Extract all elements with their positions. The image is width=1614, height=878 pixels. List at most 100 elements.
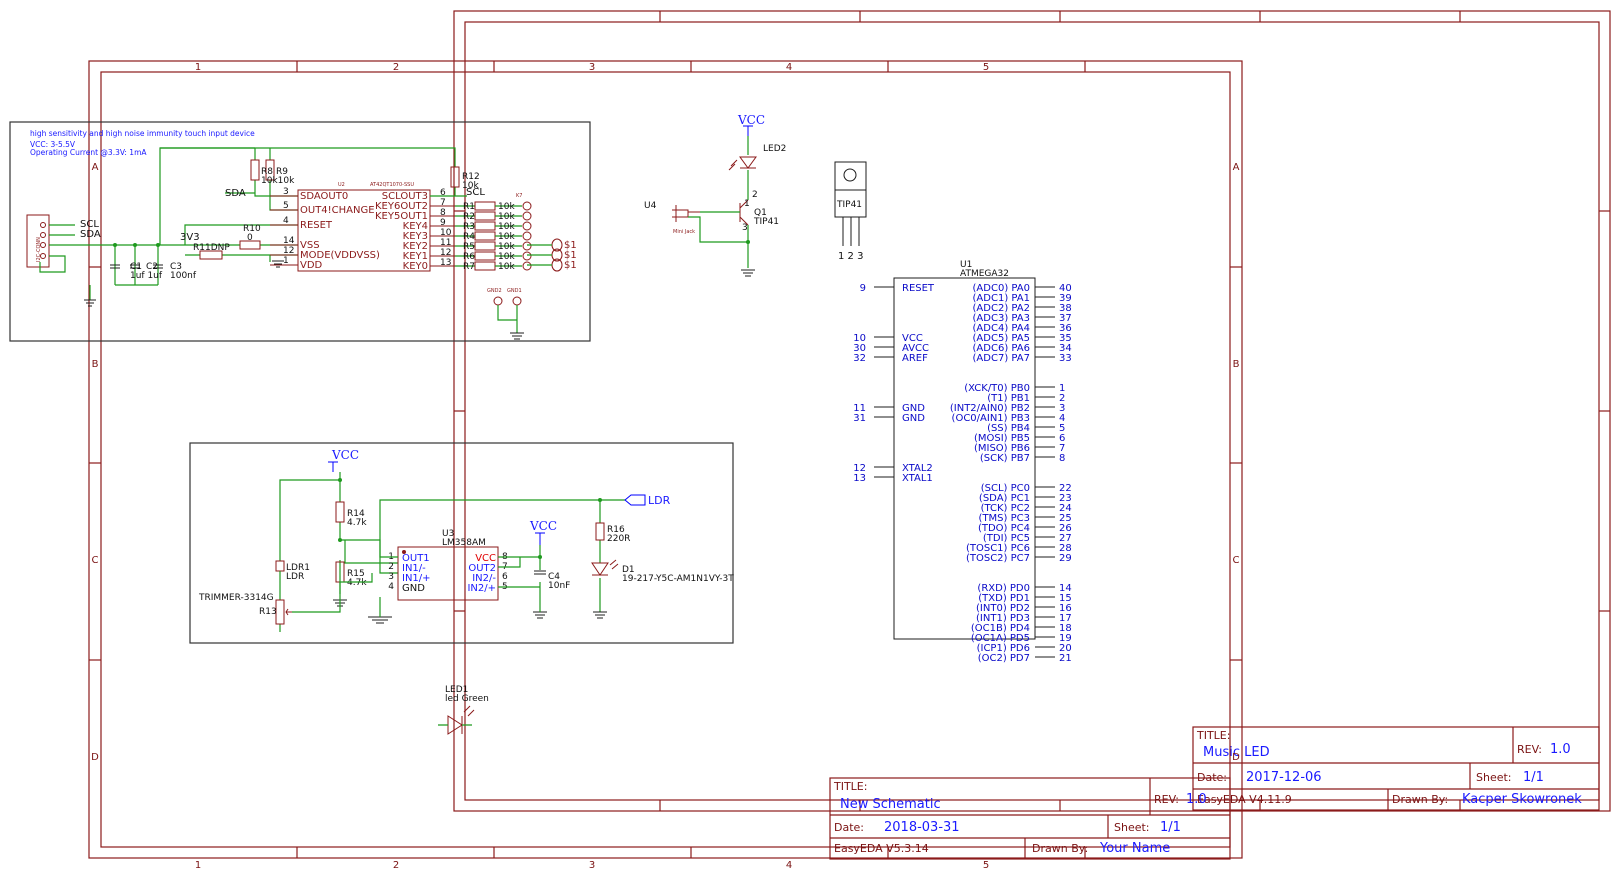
u1-pin-name: (ICP1) PD6 <box>977 643 1030 654</box>
tb1-rev: 1.0 <box>1550 742 1571 757</box>
u2-pin-name: KEY3 <box>403 231 428 242</box>
u1-pin-number: 10 <box>853 333 866 344</box>
u2-pin-name: VSS <box>300 240 320 251</box>
vcc-label: VCC <box>331 448 359 462</box>
u1-pin-name: (XCK/T0) PB0 <box>964 383 1030 394</box>
r12-value: 10k <box>462 181 479 191</box>
touch-title: high sensitivity and high noise immunity… <box>30 129 255 138</box>
key-res-value: 10k <box>498 222 515 232</box>
u1-pin-number: 1 <box>1059 383 1065 394</box>
u3-pin-name: VCC <box>475 553 496 564</box>
tb2-drawn: Your Name <box>1099 841 1170 856</box>
u1-pin-number: 13 <box>853 473 866 484</box>
u3-pin-number: 4 <box>388 582 394 592</box>
led2-label: LED2 <box>763 144 786 154</box>
u1-pin-name: (OC2) PD7 <box>978 653 1030 664</box>
r14-value: 4.7k <box>347 518 367 528</box>
col-label: 1 <box>195 62 201 73</box>
r10-value: 0 <box>247 233 253 243</box>
u2-chip[interactable] <box>297 189 431 272</box>
key-resistor <box>474 231 496 241</box>
row-label: A <box>1233 162 1240 173</box>
u1-pin-name: VCC <box>902 333 923 344</box>
u1-pin-name: (TDO) PC4 <box>978 523 1030 534</box>
u1-pin-name: (SCL) PC0 <box>981 483 1030 494</box>
sda-left-label: SDA <box>225 188 246 199</box>
u2-pin-name: KEY2 <box>403 241 428 252</box>
tb2-rev: 1.0 <box>1186 792 1207 807</box>
led1[interactable]: LED1 led Green <box>438 685 489 735</box>
net-3v3: 3V3 <box>180 232 200 243</box>
u1-pin-name: (INT1) PD3 <box>976 613 1030 624</box>
ldr-net-label: LDR <box>648 494 671 507</box>
u1-pin-name: (TOSC2) PC7 <box>966 553 1030 564</box>
u1-pin-number: 16 <box>1059 603 1072 614</box>
r8-label: R8 <box>261 167 273 177</box>
tb1-date: 2017-12-06 <box>1246 770 1322 785</box>
u1-pin-number: 35 <box>1059 333 1072 344</box>
u1-pin-name: (ADC3) PA3 <box>973 313 1030 324</box>
u1-pin-name: AVCC <box>902 343 929 354</box>
u2-pin-name: RESET <box>300 220 333 231</box>
u3-pin-name: IN2/- <box>472 573 496 584</box>
u1-pin-number: 33 <box>1059 353 1072 364</box>
u1-pin-name: (INT0) PD2 <box>976 603 1030 614</box>
u1-pin-number: 40 <box>1059 283 1072 294</box>
ldr-block[interactable]: VCC R14 4.7k R15 4.7k LDR1 LDR TRIMMER-3… <box>189 442 734 644</box>
u1-pin-number: 3 <box>1059 403 1065 414</box>
u1-pin-name: (OC1B) PD4 <box>971 623 1030 634</box>
q1-value: TIP41 <box>753 217 779 227</box>
u1-pin-name: (TMS) PC3 <box>979 513 1030 524</box>
u1-pin-number: 14 <box>1059 583 1072 594</box>
u2-pin-number: 1 <box>283 256 289 266</box>
u1-pin-number: 18 <box>1059 623 1072 634</box>
title-block-music-led: TITLE: Music LED REV: 1.0 Date: 2017-12-… <box>1192 726 1600 811</box>
u2-pin-number: 9 <box>440 218 446 228</box>
col-label: 5 <box>983 860 989 871</box>
u1-pin-number: 4 <box>1059 413 1065 424</box>
key-pad <box>522 201 532 211</box>
tb1-drawn: Kacper Skowronek <box>1462 792 1582 807</box>
row-label: D <box>1232 752 1240 763</box>
u1-pin-name: (TCK) PC2 <box>981 503 1030 514</box>
u1-pin-name: XTAL1 <box>902 473 933 484</box>
tb1-drawn-label: Drawn By: <box>1392 793 1448 806</box>
u1-pin-number: 34 <box>1059 343 1072 354</box>
touch-pads[interactable]: $1 $1 $1 <box>527 238 577 272</box>
u2-pin-number: 12 <box>440 248 451 258</box>
transistor-block[interactable]: VCC LED2 2 1 3 Q1 TIP41 U4 Mini Jack TIP… <box>644 113 867 277</box>
u1-pin-number: 29 <box>1059 553 1072 564</box>
u1-pin-name: (MISO) PB6 <box>974 443 1030 454</box>
col-label: 4 <box>786 62 792 73</box>
row-label: C <box>1233 555 1240 566</box>
u1-pin-number: 6 <box>1059 433 1065 444</box>
u1-pin-number: 28 <box>1059 543 1072 554</box>
u3-pin-name: IN1/- <box>402 563 426 574</box>
u1-pin-number: 2 <box>1059 393 1065 404</box>
u1-pin-name: (ADC5) PA5 <box>973 333 1030 344</box>
key-res-label: R1 <box>463 202 475 212</box>
c3-label: C3 <box>170 262 182 272</box>
u3-chip[interactable] <box>397 546 499 601</box>
u1-pin-name: GND <box>902 403 925 414</box>
r16-value: 220R <box>607 534 630 544</box>
u1-pin-name: (INT2/AIN0) PB2 <box>950 403 1030 414</box>
touch-sensor-block[interactable]: high sensitivity and high noise immunity… <box>9 121 591 342</box>
key-res-value: 10k <box>498 202 515 212</box>
gnd1-label: GND1 <box>507 288 522 294</box>
r12-label: R12 <box>462 172 480 182</box>
u3-ref: U3 <box>442 529 454 539</box>
r16-label: R16 <box>607 525 625 535</box>
u3-pin-name: OUT1 <box>402 553 430 564</box>
u1-pin-number: 25 <box>1059 513 1072 524</box>
tb1-sheet: 1/1 <box>1523 770 1544 785</box>
connector-label: I2C-CONN <box>36 237 42 262</box>
i2c-connector[interactable] <box>26 214 50 268</box>
key-resistor <box>474 251 496 261</box>
u3-pin-number: 6 <box>502 572 508 582</box>
u1-pin-number: 32 <box>853 353 866 364</box>
u1-pin-name: (TDI) PC5 <box>983 533 1030 544</box>
u2-pin-name: SCLOUT3 <box>382 191 428 202</box>
